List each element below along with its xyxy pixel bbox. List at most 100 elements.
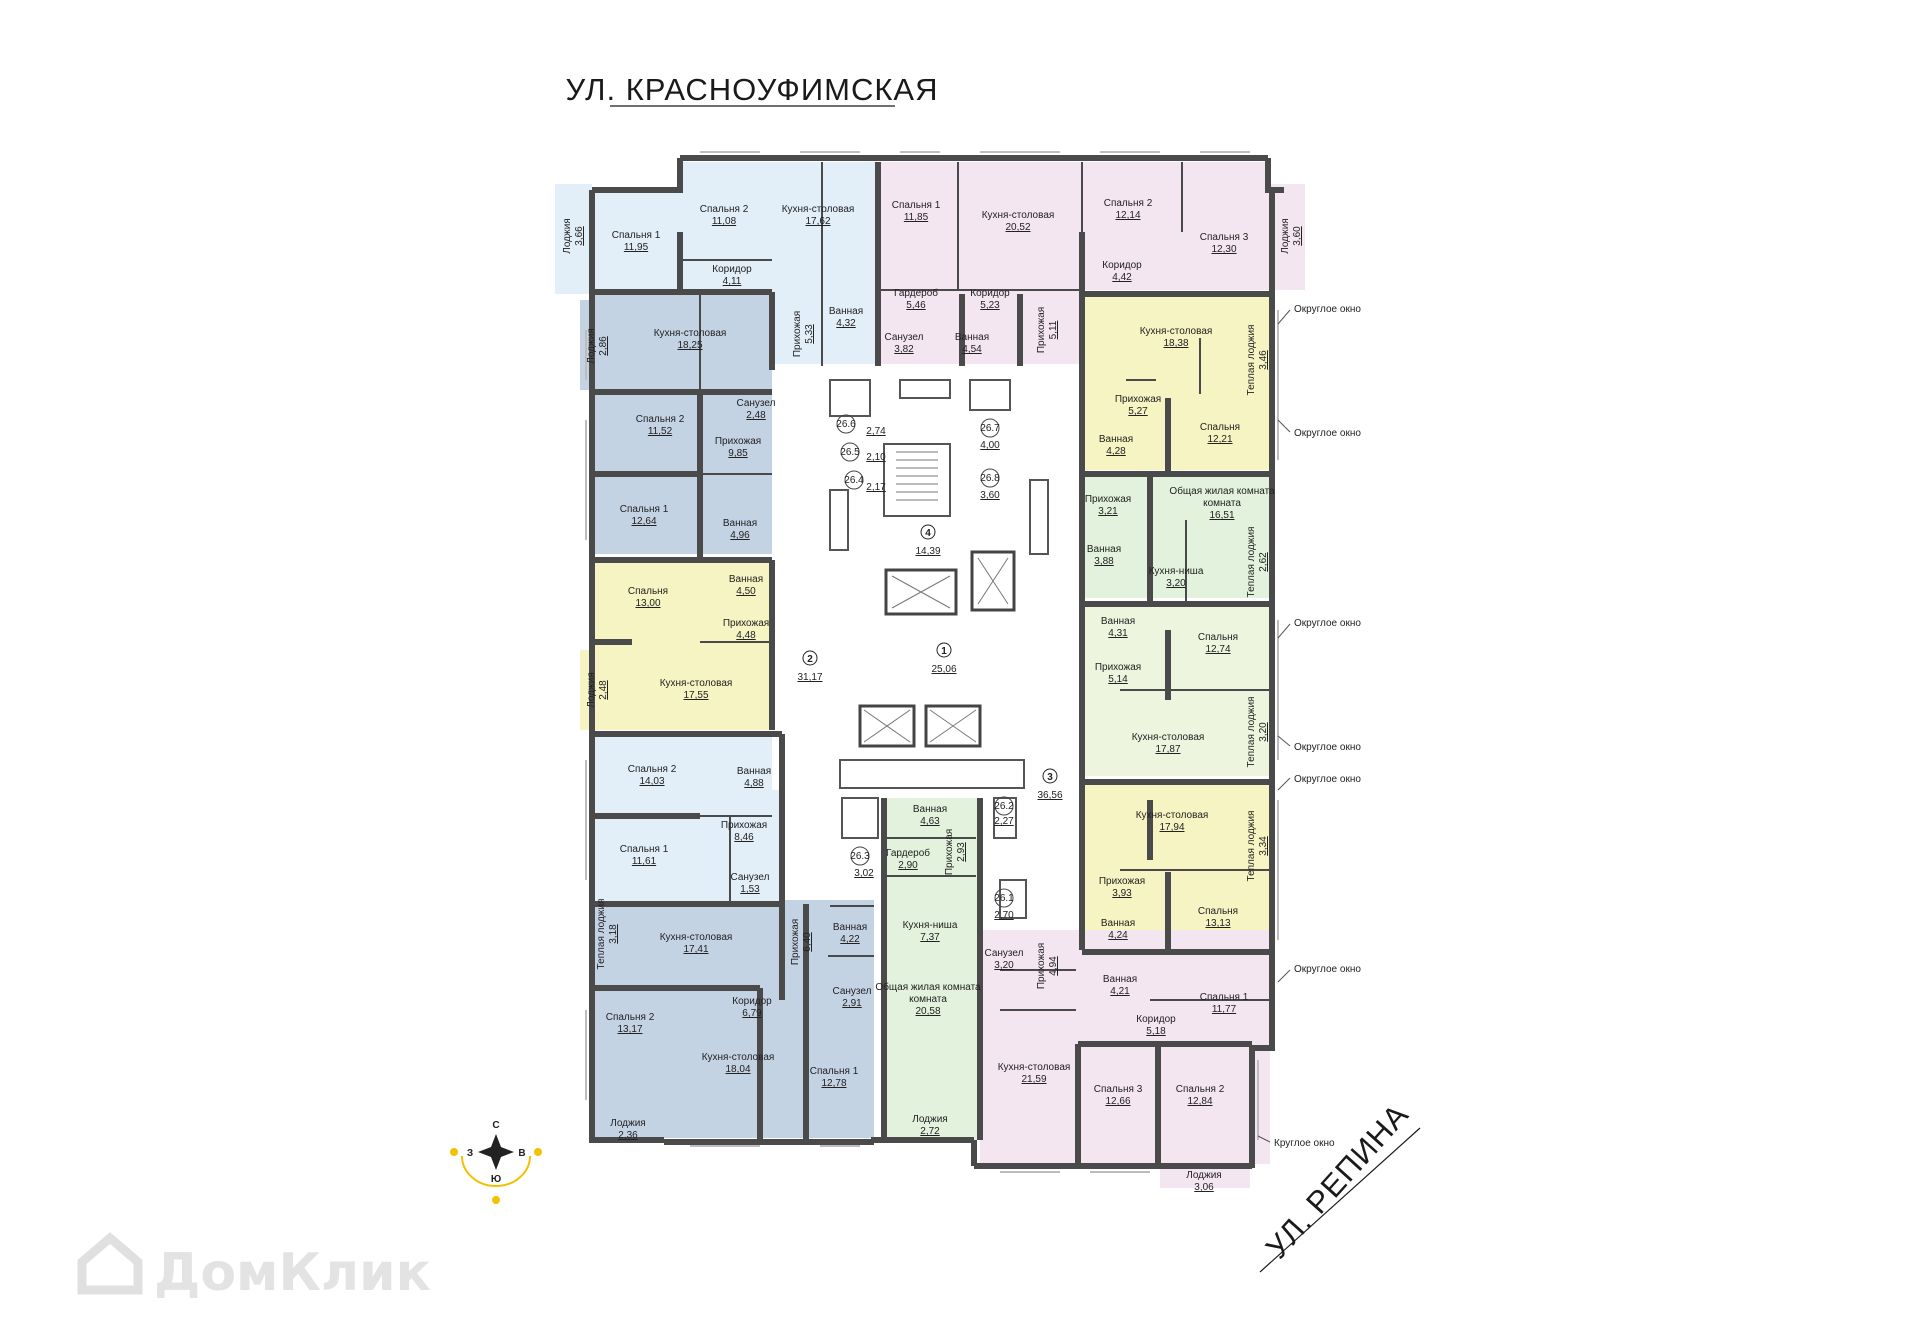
blue-l-1 (592, 734, 782, 906)
room-name: Ванная (723, 518, 757, 529)
room-name: Коридор (1136, 1014, 1176, 1025)
common-area: 14,39 (915, 546, 940, 557)
utility-marker (850, 846, 870, 866)
common-marker (1042, 768, 1058, 784)
room-name: Прихожая (792, 311, 803, 357)
room-area: 11,52 (648, 426, 673, 437)
street-east-underline (1259, 1127, 1421, 1273)
utility-area: 3,60 (980, 490, 1000, 501)
room-area: 16,51 (1209, 510, 1234, 521)
room-area: 4,63 (920, 816, 940, 827)
utility-area: 2,74 (866, 426, 886, 437)
room-name: Спальня 2 (1176, 1084, 1225, 1095)
round-window-note: Округлое окно (1294, 964, 1361, 975)
pink-a-1 (878, 162, 1268, 290)
room-area: 4,96 (730, 530, 750, 541)
round-window-note: Округлое окно (1294, 618, 1361, 629)
room-name: Спальня 2 (1104, 198, 1153, 209)
room-area: 3,66 (574, 226, 585, 246)
room-area: 2,93 (956, 842, 967, 862)
sun-arc (461, 1155, 531, 1187)
utility-marker (994, 796, 1014, 816)
slate-l-3 (780, 900, 874, 990)
room-area: 12,21 (1207, 434, 1232, 445)
room-name: Ванная (833, 922, 867, 933)
room-area: 3,82 (894, 344, 914, 355)
utility-num: 26.1 (994, 893, 1014, 904)
room-area: 7,37 (920, 932, 940, 943)
room-name-cont: комната (1203, 498, 1241, 509)
slate-l-2 (592, 988, 874, 1138)
room-name: Лоджия (610, 1118, 645, 1129)
room-area: 8,46 (734, 832, 754, 843)
room-area: 17,87 (1155, 744, 1180, 755)
slate-a-1 (592, 294, 772, 554)
room-area: 13,00 (635, 598, 660, 609)
room-name: Кухня-столовая (654, 328, 727, 339)
compass-star-icon (478, 1134, 514, 1170)
room-name: Санузел (737, 398, 776, 409)
room-name: Ванная (729, 574, 763, 585)
room-area: 17,94 (1159, 822, 1184, 833)
room-area: 2,86 (598, 336, 609, 356)
room-name: Спальня 1 (620, 504, 669, 515)
room-area: 4,48 (736, 630, 756, 641)
room-name: Лоджия (586, 328, 597, 363)
room-area: 21,59 (1021, 1074, 1046, 1085)
round-window-note: Округлое окно (1294, 428, 1361, 439)
room-area: 4,21 (1110, 986, 1130, 997)
room-area: 3,21 (1098, 506, 1118, 517)
utility-marker (994, 888, 1014, 908)
utility-num: 26.2 (994, 801, 1014, 812)
sun-icon (450, 1148, 458, 1156)
room-name-cont: комната (909, 994, 947, 1005)
room-area: 4,32 (836, 318, 856, 329)
utility-area: 3,02 (854, 868, 874, 879)
room-name: Лоджия (586, 672, 597, 707)
round-window-note: Округлое окно (1294, 304, 1361, 315)
room-area: 3,18 (608, 924, 619, 944)
room-name: Коридор (1102, 260, 1142, 271)
yellow-r-1 (1082, 294, 1272, 470)
utility-marker (844, 470, 864, 490)
room-area: 13,17 (617, 1024, 642, 1035)
room-area: 11,08 (712, 216, 737, 227)
room-area: 13,13 (1205, 918, 1230, 929)
room-name: Спальня (1198, 632, 1238, 643)
common-area: 25,06 (931, 664, 956, 675)
room-area: 3,46 (1258, 350, 1269, 370)
room-name: Спальня 3 (1094, 1084, 1143, 1095)
room-area: 5,46 (906, 300, 926, 311)
room-name: Спальня 2 (606, 1012, 655, 1023)
room-name: Кухня-столовая (1132, 732, 1205, 743)
slate-l-1 (592, 906, 780, 988)
room-name: Прихожая (1099, 876, 1145, 887)
green-c-1 (884, 798, 982, 1140)
compass-rose: С Ю З В (450, 1120, 542, 1204)
utility-area: 2,27 (994, 816, 1014, 827)
utility-marker (840, 442, 860, 462)
yellow-r-2 (1082, 782, 1272, 952)
room-name: Кухня-ниша (1149, 566, 1204, 577)
room-name: Кухня-столовая (782, 204, 855, 215)
room-area: 4,28 (1106, 446, 1126, 457)
sun-icon (534, 1148, 542, 1156)
common-area: 36,56 (1037, 790, 1062, 801)
room-area: 4,94 (1048, 956, 1059, 976)
room-name: Спальня 1 (620, 844, 669, 855)
compass-n: С (492, 1120, 499, 1131)
room-area: 5,14 (1108, 674, 1128, 685)
room-area: 18,38 (1163, 338, 1188, 349)
room-area: 11,85 (904, 212, 929, 223)
room-name: Лоджия (562, 218, 573, 253)
watermark: ДомКлик (77, 1232, 431, 1303)
room-area: 2,91 (842, 998, 862, 1009)
common-num: 4 (925, 528, 931, 539)
room-area: 2,48 (746, 410, 766, 421)
room-area: 4,54 (962, 344, 982, 355)
room-name: Кухня-столовая (998, 1062, 1071, 1073)
room-name: Коридор (732, 996, 772, 1007)
room-name: Спальня 2 (636, 414, 685, 425)
common-marker (802, 650, 818, 666)
core (772, 370, 1082, 919)
